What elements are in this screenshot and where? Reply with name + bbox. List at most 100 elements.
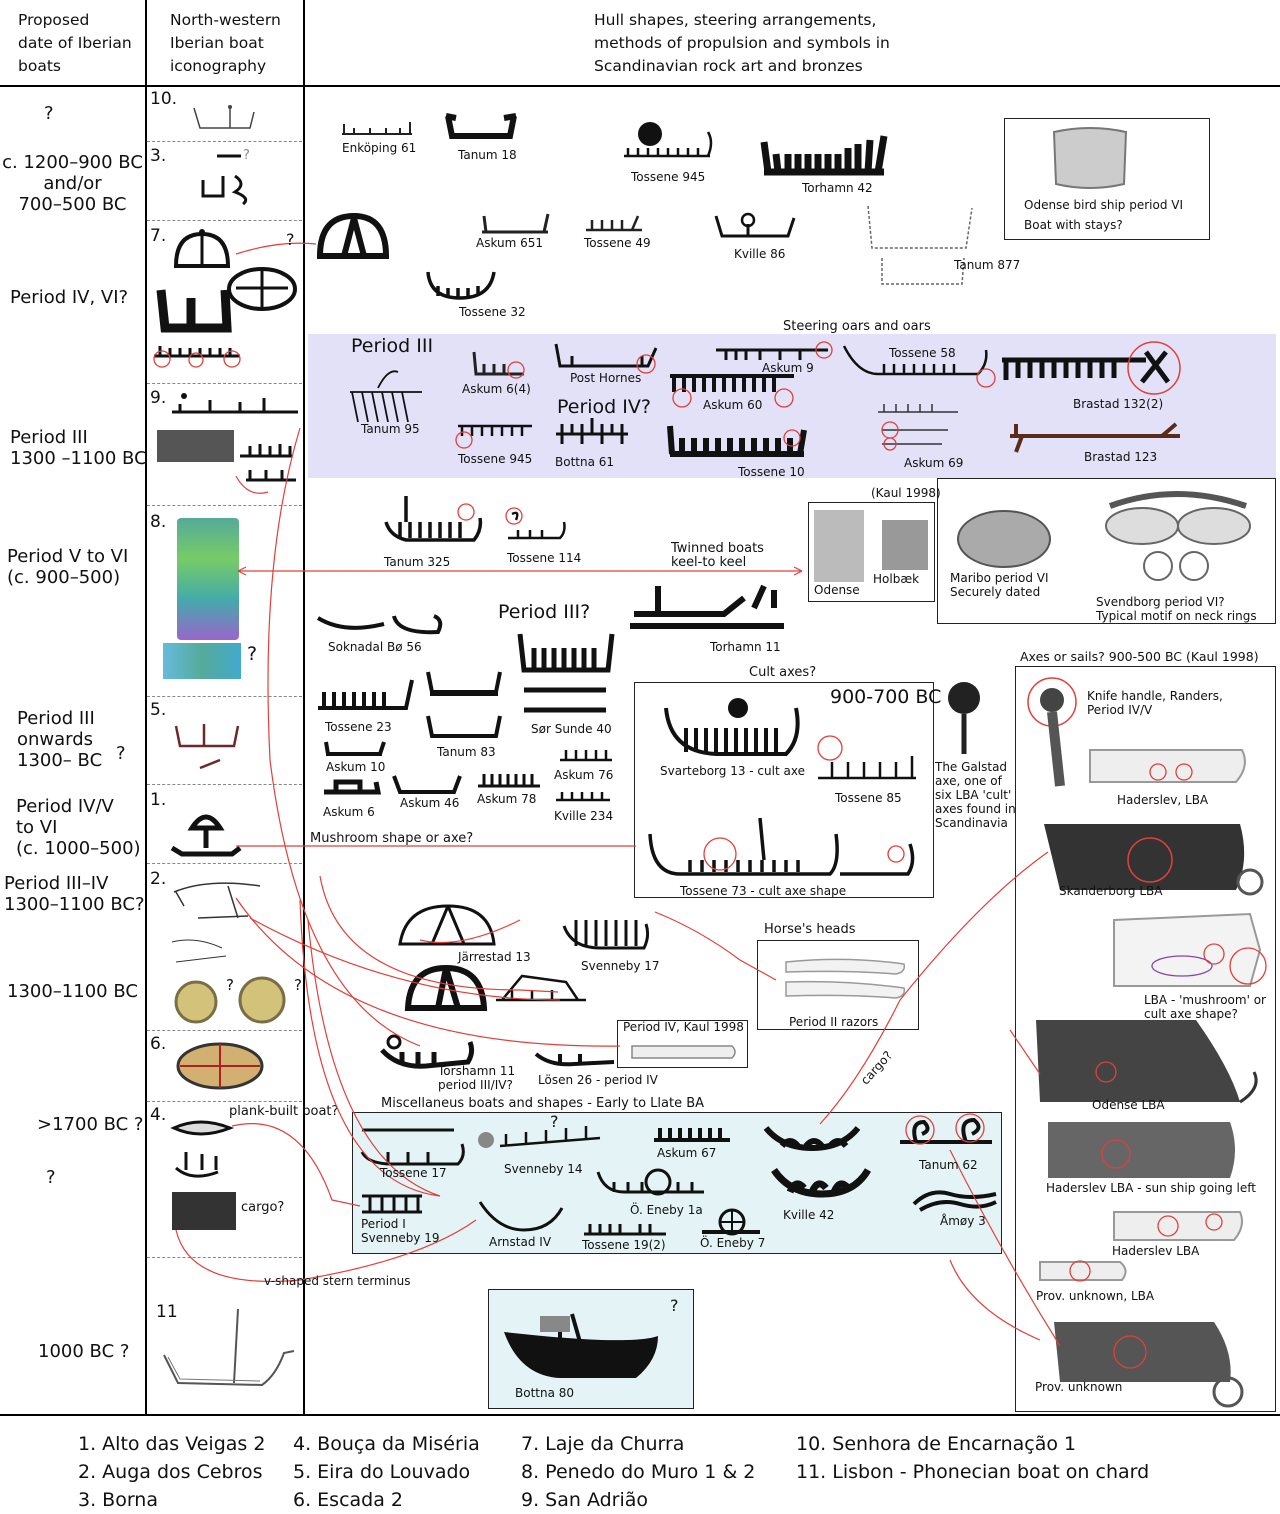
row-divider (147, 383, 302, 384)
boat-tossene-32 (426, 271, 496, 300)
label-v-shaped: v-shaped stern terminus (264, 1274, 411, 1288)
date-row-4: >1700 BC ? (37, 1114, 144, 1135)
boat-bottna-80 (504, 1313, 658, 1378)
label-tossene-17: Tossene 17 (380, 1166, 447, 1180)
boat-eneby-1a (596, 1168, 704, 1196)
razor-haderslev (1089, 749, 1246, 783)
odense-holbaek-box (808, 502, 935, 602)
label-askum-76: Askum 76 (554, 768, 614, 782)
boat-glyph-site-2 (173, 882, 261, 919)
boat-glyph-site-7b (227, 267, 297, 311)
label-brastad-123: Brastad 123 (1084, 450, 1158, 464)
boat-askum-76 (560, 750, 612, 762)
boat-amoy-3 (912, 1190, 997, 1212)
boat-askum-6 (324, 779, 382, 795)
boat-tossene-10 (667, 425, 807, 457)
label-period-ii-razors: Period II razors (789, 1015, 879, 1029)
razor-prov-unknown (1054, 1322, 1244, 1408)
boat-glyph-site-6 (176, 1042, 264, 1090)
label-tanum-95: Tanum 95 (361, 422, 420, 436)
boat-brastad-132 (1002, 341, 1181, 395)
boat-glyph-site-5 (174, 724, 240, 770)
twinned-boats-arrow (237, 566, 803, 576)
boat-tossene-85 (817, 735, 916, 780)
boat-tossene-49 (586, 215, 642, 232)
legend-item: 5. Eira do Louvado (293, 1461, 471, 1483)
legend-item: 7. Laje da Churra (521, 1433, 685, 1455)
label-tossene-73: Tossene 73 - cult axe shape (680, 884, 847, 898)
boat-glyph-site-2b (171, 939, 286, 1024)
label-tanum-325: Tanum 325 (384, 555, 451, 569)
boat-tanum-325 (384, 496, 483, 542)
site-number-10: 10. (150, 89, 178, 109)
col2-question-8: ? (247, 643, 258, 665)
legend-item: 11. Lisbon - Phonecian boat on chard (796, 1461, 1150, 1483)
boat-glyph-site-9b (240, 444, 296, 482)
boat-tossene-17 (360, 1128, 465, 1166)
label-odense-bird: Odense bird ship period VI (1024, 198, 1184, 212)
label-tossene-58: Tossene 58 (889, 346, 956, 360)
boat-svenneby-14 (478, 1126, 601, 1148)
label-tossene-49: Tossene 49 (584, 236, 651, 250)
date-row-10: ? (44, 103, 54, 124)
label-arnstad: Arnstad IV (489, 1235, 552, 1249)
label-kaul-1998: (Kaul 1998) (871, 486, 941, 500)
boat-losen-26 (534, 1052, 615, 1067)
connection-arrows (175, 242, 1061, 1347)
razor-skanderborg (1044, 824, 1264, 896)
date-row-11: 1000 BC ? (38, 1341, 130, 1362)
site-number-7: 7. (150, 226, 167, 246)
boat-kville-86 (714, 212, 796, 238)
boat-glyph-site-7a (173, 229, 231, 268)
boat-kville-42 (771, 1167, 872, 1198)
label-period-iii: Period III (351, 335, 434, 357)
date-row-2b: 1300–1100 BC (7, 981, 138, 1002)
label-axes-or-sails: Axes or sails? 900-500 BC (Kaul 1998) (1020, 649, 1259, 664)
label-askum-46: Askum 46 (400, 796, 460, 810)
label-kville-234: Kville 234 (554, 809, 614, 823)
legend-item: 10. Senhora de Encarnação 1 (796, 1433, 1077, 1455)
row-divider (147, 220, 302, 221)
question-bottna: ? (670, 1296, 679, 1315)
column-divider-2 (303, 0, 305, 1415)
label-bottna-61: Bottna 61 (555, 455, 615, 469)
boat-post-hornes (554, 343, 658, 374)
date-row-4b: ? (46, 1167, 56, 1188)
boat-glyph-site-4b (175, 1152, 219, 1178)
boat-kville-234 (556, 792, 610, 802)
knife-handle-randers (1027, 677, 1077, 787)
label-askum-69: Askum 69 (904, 456, 964, 470)
period-ii-razors (785, 958, 906, 999)
label-odense: Odense (814, 583, 860, 597)
boat-askum-9 (716, 341, 833, 360)
boat-glyph-site-7c (156, 289, 232, 333)
label-cult-axes: Cult axes? (749, 665, 817, 680)
boat-tanum-83 (426, 671, 502, 738)
boat-glyph-site-11 (163, 1308, 295, 1387)
label-holbaek: Holbæk (873, 572, 920, 586)
label-prov-unknown: Prov. unknown (1035, 1380, 1123, 1394)
photo-site-9 (157, 430, 234, 462)
razor-period-iv-kaul (631, 1045, 736, 1059)
site-number-9: 9. (150, 388, 167, 408)
label-askum-6: Askum 6 (323, 805, 375, 819)
boat-torhamn-11 (630, 584, 784, 629)
label-steering-oars: Steering oars and oars (783, 319, 931, 334)
label-eneby-1a: Ö. Eneby 1a (630, 1203, 703, 1217)
legend-column-1: 1. Alto das Veigas 2 2. Auga dos Cebros … (78, 1430, 265, 1514)
label-period-iv-kaul: Period IV, Kaul 1998 (623, 1020, 744, 1034)
footer-rule (0, 1414, 1280, 1416)
boat-period-iii-q (517, 633, 615, 713)
boat-tossene-19-2 (584, 1224, 666, 1236)
photo-site-8 (177, 518, 239, 640)
label-eneby-7: Ö. Eneby 7 (700, 1236, 766, 1250)
row-divider (147, 1030, 302, 1031)
boat-tossene-114 (505, 507, 566, 540)
legend-item: 2. Auga dos Cebros (78, 1461, 263, 1483)
boat-brastad-123 (1010, 422, 1180, 453)
